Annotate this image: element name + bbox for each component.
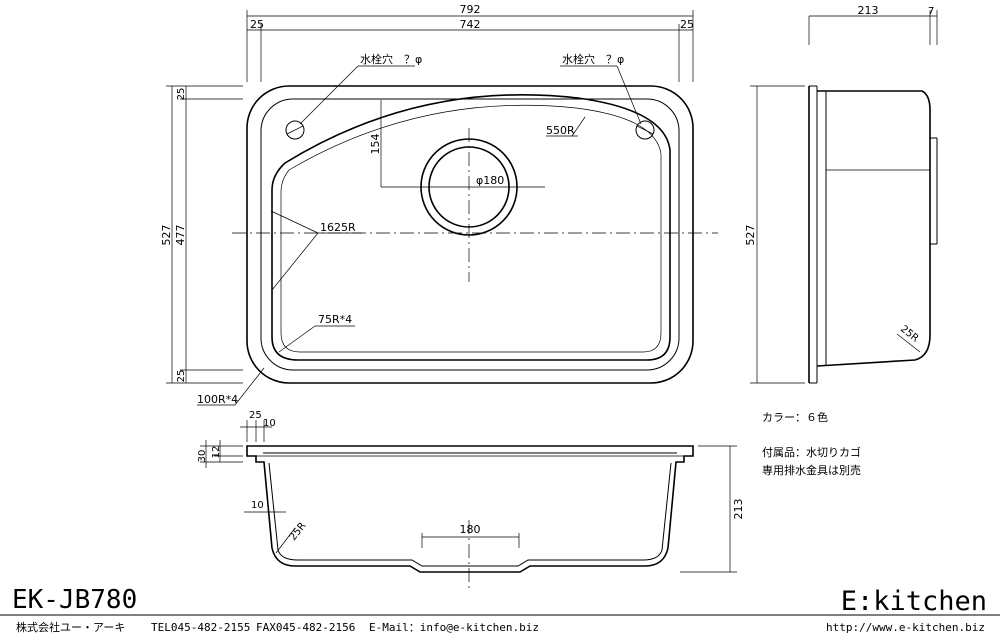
model-number: EK-JB780	[12, 585, 137, 615]
faucet-hole-left-label: 水栓穴 ？φ	[360, 52, 422, 66]
side-dim-depth: 527	[744, 225, 757, 246]
section-radius-label: 25R	[288, 521, 309, 543]
section-dim-height: 213	[732, 499, 745, 520]
dim-inner-depth: 477	[174, 225, 187, 246]
section-dim-drain-width: 180	[460, 523, 481, 536]
plan-view: 792 742 25 25 527 477 25 25 水栓穴 ？φ 水栓穴 ？…	[160, 3, 718, 406]
footer-company: 株式会社ユー・アーキ	[16, 620, 125, 634]
faucet-hole-right	[635, 120, 655, 140]
radius-outer-corner-label: 100R*4	[197, 393, 238, 406]
section-outline	[246, 445, 694, 573]
side-view: 213 7 527 25R	[744, 4, 938, 384]
faucet-hole-right-mark	[636, 125, 654, 135]
dim-right-rim: 25	[680, 18, 694, 31]
dim-overall-depth: 527	[160, 225, 173, 246]
section-dim-flange-thickness: 12	[211, 446, 222, 459]
footer-url: http://www.e-kitchen.biz	[826, 621, 985, 634]
footer-email: E-Mail：info@e-kitchen.biz	[369, 621, 539, 634]
side-bowl-outline	[816, 90, 931, 367]
note-fitting: 専用排水金具は別売	[762, 463, 861, 477]
dim-left-rim: 25	[250, 18, 264, 31]
side-dim-height: 213	[858, 4, 879, 17]
side-dim-flange: 7	[928, 6, 934, 17]
footer-tel: TEL045-482-2155	[151, 621, 250, 634]
radius-back-label: 550R	[546, 124, 575, 137]
footer-fax: FAX045-482-2156	[256, 621, 355, 634]
notes: カラー：６色 付属品：水切りカゴ 専用排水金具は別売	[762, 410, 861, 477]
dim-drain-offset: 154	[369, 134, 382, 155]
side-radius-label: 25R	[898, 324, 920, 345]
section-dim-flange-height: 30	[197, 450, 208, 463]
sink-rim-inner-line	[260, 98, 680, 371]
faucet-hole-left-mark	[286, 125, 304, 135]
radius-inner-corner-label: 75R*4	[318, 313, 352, 326]
note-color: カラー：６色	[762, 410, 828, 424]
faucet-hole-left	[285, 120, 305, 140]
section-dim-wall: 10	[251, 500, 264, 511]
section-dim-rim: 25	[249, 410, 262, 421]
section-dim-lip: 10	[263, 418, 276, 429]
section-view: 25 10 30 12 10 25R 180 213	[197, 410, 745, 588]
section-inner-line	[263, 452, 677, 567]
dim-overall-width: 792	[460, 3, 481, 16]
sink-bowl-outline	[271, 94, 671, 361]
dim-bottom-rim: 25	[176, 370, 187, 383]
dim-top-rim: 25	[176, 88, 187, 101]
sink-outer-outline	[246, 85, 694, 384]
faucet-hole-right-label: 水栓穴 ？φ	[562, 52, 624, 66]
brand-name: E:kitchen	[841, 586, 987, 617]
radius-side-label: 1625R	[320, 221, 356, 234]
dim-inner-width: 742	[460, 18, 481, 31]
sink-bowl-inner-line	[280, 104, 662, 353]
note-accessory: 付属品：水切りカゴ	[762, 445, 861, 459]
drain-diameter-label: φ180	[476, 174, 504, 187]
